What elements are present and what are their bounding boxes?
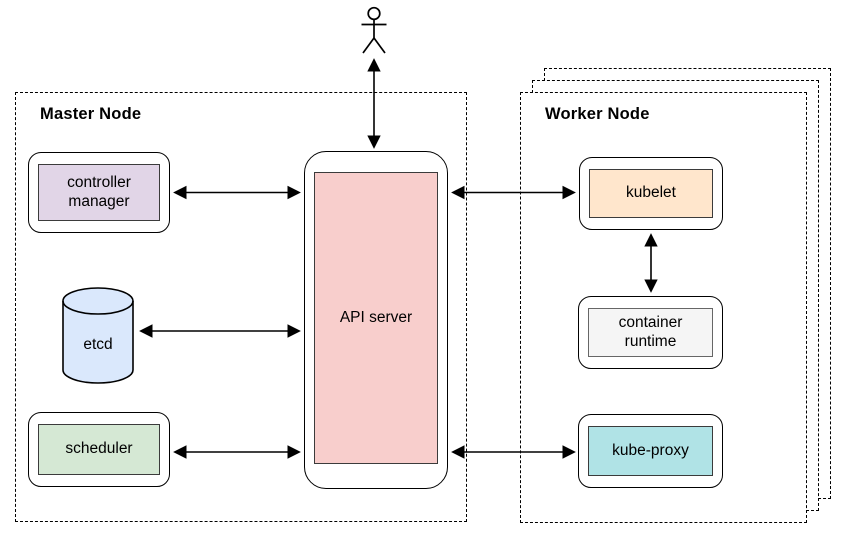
container-runtime-node: container runtime <box>578 296 723 369</box>
kubelet-label: kubelet <box>589 169 713 218</box>
kube-proxy-node: kube-proxy <box>578 414 723 488</box>
master-node-title: Master Node <box>40 105 142 123</box>
controller-manager-node: controller manager <box>28 152 170 233</box>
user-actor-icon <box>361 6 387 54</box>
api-server-label: API server <box>314 172 438 464</box>
scheduler-node: scheduler <box>28 412 170 487</box>
controller-manager-label: controller manager <box>38 164 160 221</box>
database-cylinder-icon: etcd <box>62 287 134 384</box>
container-runtime-label: container runtime <box>588 308 713 357</box>
kubelet-node: kubelet <box>579 157 723 230</box>
worker-node-title: Worker Node <box>545 105 650 123</box>
kube-proxy-label: kube-proxy <box>588 426 713 476</box>
scheduler-label: scheduler <box>38 424 160 475</box>
etcd-label: etcd <box>83 336 112 353</box>
api-server-node: API server <box>304 151 448 489</box>
etcd-node: etcd <box>60 286 136 384</box>
